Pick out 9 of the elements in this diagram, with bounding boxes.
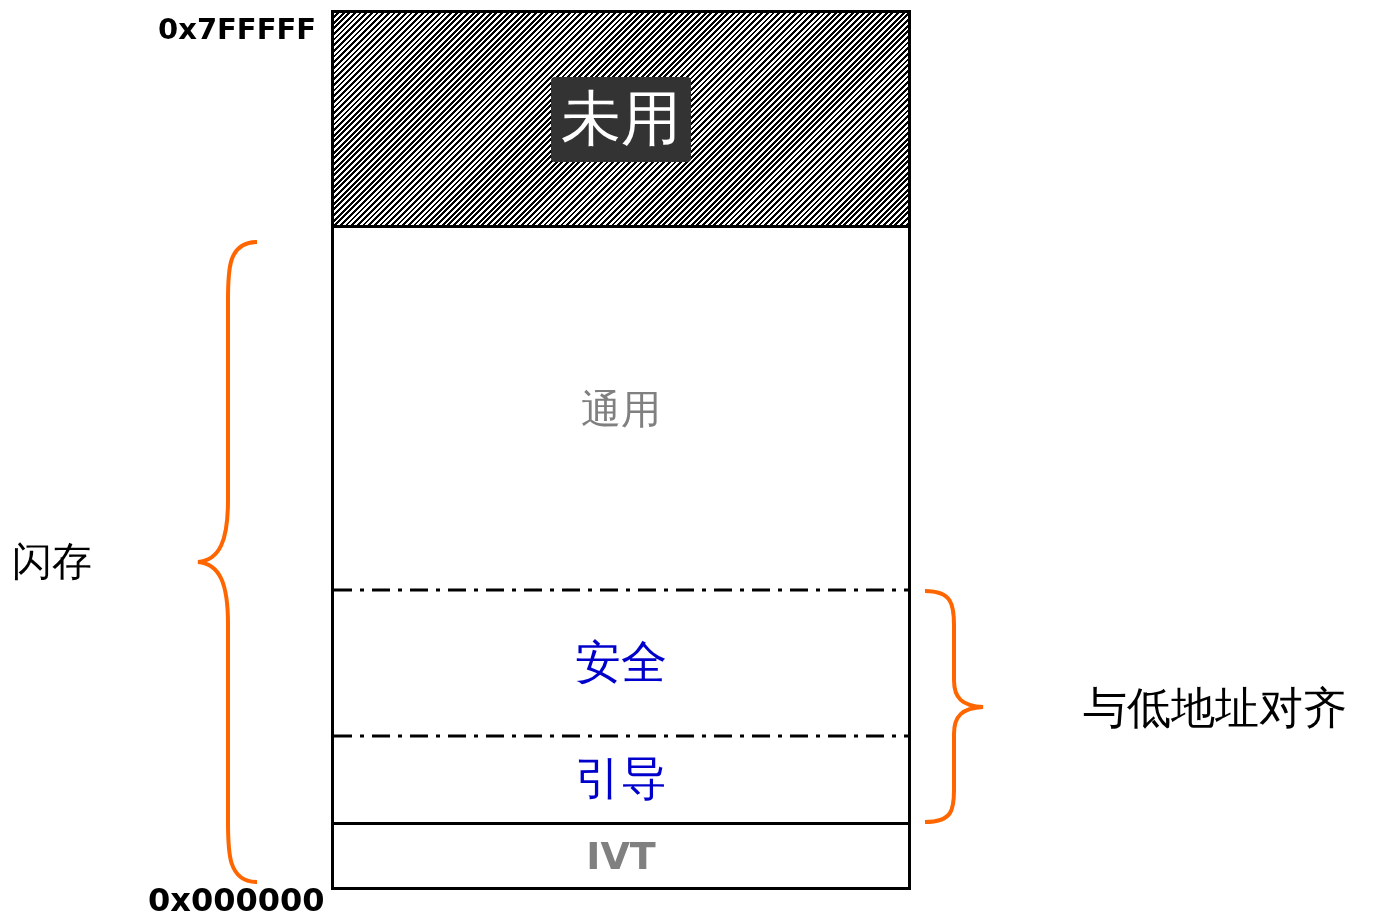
- note-text: 与低地址对齐: [1083, 686, 1347, 730]
- secure-region: 安全: [331, 590, 911, 736]
- unused-region: 未用: [331, 10, 911, 228]
- general-region: 通用: [331, 228, 911, 590]
- region-label: 闪存: [12, 541, 92, 581]
- ivt-region: IVT: [331, 822, 911, 890]
- address-label: 0x000000: [148, 884, 325, 916]
- boot-region: 引导: [331, 736, 911, 822]
- address-label: 0x7FFFFF: [158, 15, 317, 44]
